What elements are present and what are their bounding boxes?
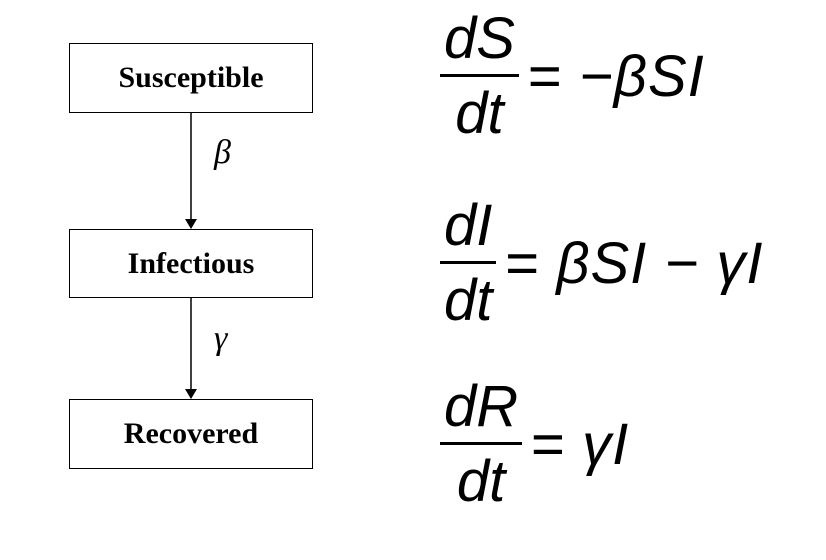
gamma-rate-label: γ bbox=[214, 320, 228, 357]
fraction-bar bbox=[440, 442, 523, 445]
equation-rhs: = βSI − γI bbox=[504, 231, 764, 296]
numerator: dI bbox=[444, 193, 493, 258]
equation-infectious: dI dt = βSI − γI bbox=[440, 197, 764, 330]
equation-rhs: = γI bbox=[530, 412, 630, 477]
susceptible-label: Susceptible bbox=[118, 61, 264, 94]
denominator: dt bbox=[456, 449, 506, 514]
fraction-bar bbox=[440, 74, 519, 77]
denominator: dt bbox=[444, 268, 493, 333]
recovered-label: Recovered bbox=[123, 417, 259, 450]
fraction-dr-dt: dR dt bbox=[440, 374, 523, 514]
equation-recovered: dR dt = γI bbox=[440, 378, 629, 511]
infectious-label: Infectious bbox=[127, 246, 255, 280]
numerator: dS bbox=[444, 6, 515, 71]
recovered-box: Recovered bbox=[69, 399, 313, 469]
equation-rhs: = −βSI bbox=[526, 44, 705, 109]
fraction-bar bbox=[440, 261, 497, 264]
fraction-di-dt: dI dt bbox=[440, 193, 497, 333]
susceptible-box: Susceptible bbox=[69, 43, 313, 113]
beta-rate-label: β bbox=[214, 134, 231, 171]
infectious-box: Infectious bbox=[69, 229, 313, 298]
denominator: dt bbox=[455, 81, 504, 146]
fraction-ds-dt: dS dt bbox=[440, 10, 519, 143]
numerator: dR bbox=[444, 374, 519, 439]
equation-susceptible: dS dt = −βSI bbox=[440, 10, 705, 143]
